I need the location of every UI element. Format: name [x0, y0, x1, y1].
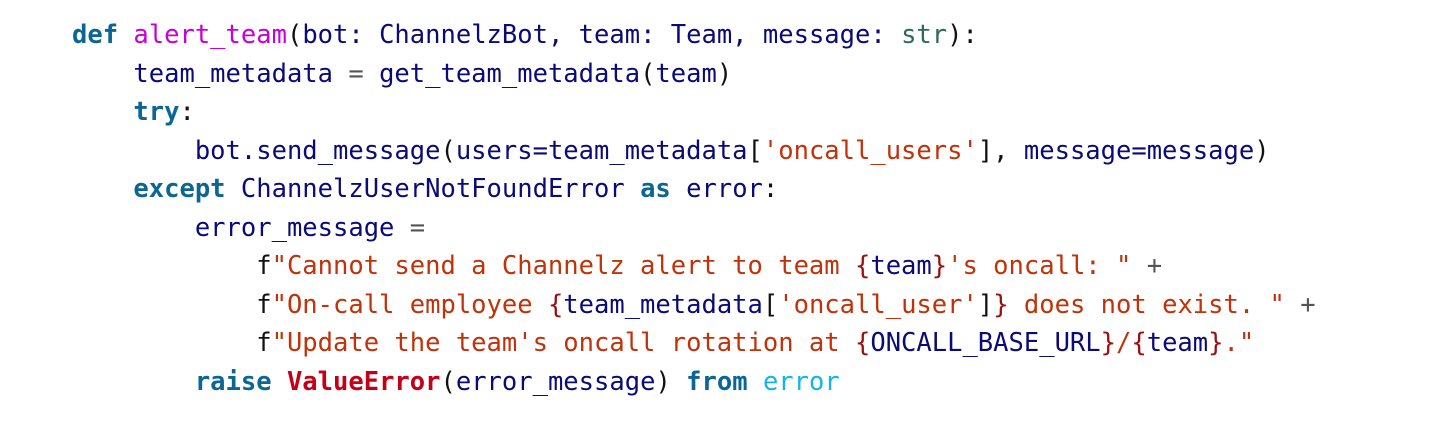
code-token: =	[348, 58, 364, 89]
code-token: 'oncall_user'	[778, 289, 978, 320]
code-token: team	[1146, 328, 1209, 358]
indent	[72, 290, 256, 320]
code-token: alert_team	[133, 20, 287, 50]
code-token: (	[440, 135, 456, 166]
code-line: raise ValueError(error_message) from err…	[72, 363, 1316, 402]
code-token: "Update the team's oncall rotation at	[271, 328, 855, 358]
indent	[72, 97, 133, 127]
code-token: team_metadata	[563, 289, 763, 320]
code-token: ONCALL_BASE_URL	[870, 328, 1101, 358]
code-token: :	[762, 174, 779, 204]
code-token: does not exist. "	[1008, 289, 1285, 320]
indent	[72, 59, 133, 89]
code-token	[118, 20, 133, 50]
code-token: f	[256, 251, 272, 281]
code-token: =	[409, 212, 426, 243]
code-token: ):	[947, 20, 978, 50]
code-token: }	[1208, 328, 1224, 358]
code-line: f"Update the team's oncall rotation at {…	[72, 324, 1316, 363]
code-token: ]	[977, 289, 994, 320]
code-token: ],	[977, 135, 1024, 166]
code-token: )	[1254, 135, 1270, 166]
code-token: team	[870, 251, 932, 281]
code-token: "On-call employee	[271, 289, 548, 320]
indent	[72, 174, 133, 204]
code-token: +	[1284, 289, 1316, 320]
indent	[72, 367, 195, 397]
code-token: }	[1100, 328, 1116, 358]
code-token: raise	[194, 366, 272, 397]
code-token: [	[762, 289, 779, 320]
code-token: (	[286, 20, 303, 50]
code-token: ValueError	[286, 366, 441, 397]
code-token: 's oncall: "	[947, 251, 1132, 281]
code-block: def alert_team(bot: ChannelzBot, team: T…	[72, 16, 1316, 401]
indent	[72, 328, 256, 358]
code-token: "Cannot send a Channelz alert to team	[271, 251, 855, 281]
code-token: }	[931, 251, 948, 281]
code-token: bot.send_message	[194, 135, 441, 166]
code-line: def alert_team(bot: ChannelzBot, team: T…	[72, 16, 1316, 55]
code-token: {	[854, 328, 871, 358]
code-token: 'oncall_users'	[762, 135, 978, 166]
code-token: )	[716, 58, 733, 89]
code-token: team	[655, 58, 717, 89]
code-line: try:	[72, 93, 1316, 132]
indent	[72, 251, 256, 281]
code-token: error	[762, 366, 840, 397]
code-token	[272, 367, 287, 397]
code-token: try	[133, 97, 180, 127]
code-line: bot.send_message(users=team_metadata['on…	[72, 132, 1316, 171]
code-token: )	[655, 366, 687, 397]
code-token: def	[72, 20, 119, 50]
indent	[72, 136, 195, 166]
code-token: from	[686, 366, 748, 397]
code-token: (	[640, 58, 656, 89]
code-line: except ChannelzUserNotFoundError as erro…	[72, 170, 1316, 209]
code-token: f	[256, 289, 272, 320]
code-token: ."	[1223, 328, 1255, 358]
code-token: f	[256, 328, 272, 358]
code-token: (	[440, 366, 456, 397]
code-token: ChannelzUserNotFoundError	[225, 174, 641, 204]
code-token: error_message	[194, 212, 410, 243]
code-token	[748, 367, 763, 397]
code-token: message=message	[1023, 135, 1255, 166]
code-token: get_team_metadata	[363, 58, 641, 89]
code-token: team_metadata	[133, 58, 349, 89]
code-token: {	[1131, 328, 1147, 358]
code-token: except	[133, 174, 226, 204]
code-token: users=team_metadata	[455, 135, 748, 166]
indent	[72, 213, 195, 243]
code-token: +	[1131, 251, 1163, 281]
code-token: str	[901, 20, 948, 50]
code-token: {	[854, 251, 871, 281]
code-line: f"On-call employee {team_metadata['oncal…	[72, 286, 1316, 325]
code-token: error	[670, 174, 763, 204]
code-token: bot: ChannelzBot, team: Team, message:	[302, 20, 902, 50]
code-token: }	[993, 289, 1009, 320]
code-token: /	[1116, 328, 1132, 358]
code-line: team_metadata = get_team_metadata(team)	[72, 55, 1316, 94]
code-token: error_message	[455, 366, 656, 397]
code-token: [	[747, 135, 763, 166]
code-line: f"Cannot send a Channelz alert to team {…	[72, 247, 1316, 286]
code-token: as	[640, 174, 671, 204]
code-token: :	[179, 97, 195, 127]
code-line: error_message =	[72, 209, 1316, 248]
code-token: {	[547, 289, 564, 320]
